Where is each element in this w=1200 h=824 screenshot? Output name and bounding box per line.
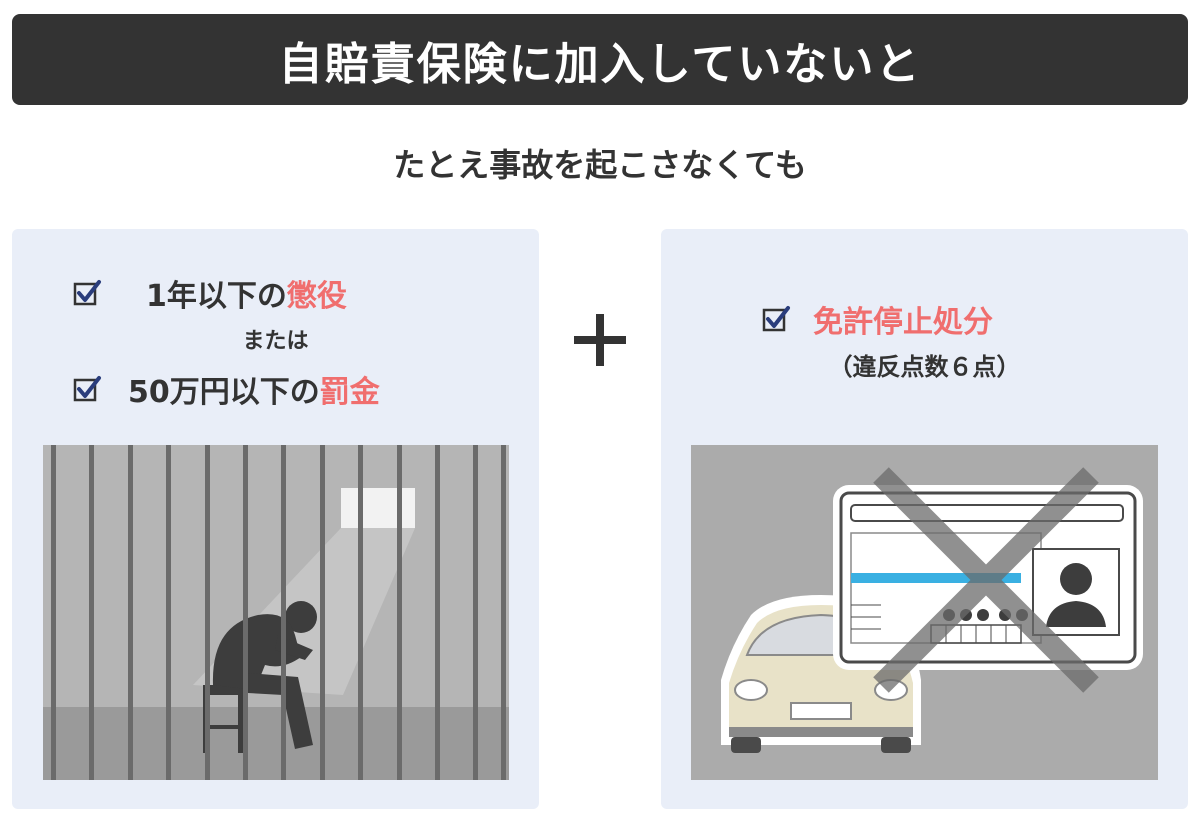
- penalty-line-fine: 50万円以下の罰金: [72, 367, 380, 411]
- violation-points-text: （違反点数６点）: [828, 353, 1021, 381]
- penalty-panel: 1年以下の懲役 または 50万円以下の罰金: [12, 229, 539, 809]
- fine-text: 50万円以下の: [128, 375, 320, 410]
- crossed-out-license-illustration: [691, 445, 1158, 780]
- plus-icon: [574, 314, 626, 366]
- banner-title: 自賠責保険に加入していないと: [278, 38, 922, 90]
- checkbox-icon: [761, 304, 791, 334]
- prison-text: 1年以下の: [146, 279, 287, 314]
- suspension-line: 免許停止処分: [761, 297, 993, 341]
- fine-emphasis: 罰金: [319, 375, 380, 410]
- license-panel: 免許停止処分 （違反点数６点）: [661, 229, 1188, 809]
- license-stripe: [851, 573, 1021, 583]
- prison-bars: [51, 445, 506, 780]
- violation-points-line: （違反点数６点）: [661, 347, 1188, 382]
- connector-label: または: [242, 329, 309, 354]
- cross-out-icon: [873, 467, 1099, 693]
- checkbox-icon: [72, 278, 102, 308]
- checkbox-icon: [72, 374, 102, 404]
- penalty-line-prison: 1年以下の懲役: [72, 271, 347, 315]
- connector-text: または: [12, 323, 539, 355]
- title-banner: 自賠責保険に加入していないと: [12, 14, 1188, 105]
- prison-cell-illustration: [43, 445, 509, 780]
- suspension-text: 免許停止処分: [813, 305, 993, 340]
- subtitle: たとえ事故を起こさなくても: [393, 146, 807, 184]
- prison-emphasis: 懲役: [286, 279, 347, 314]
